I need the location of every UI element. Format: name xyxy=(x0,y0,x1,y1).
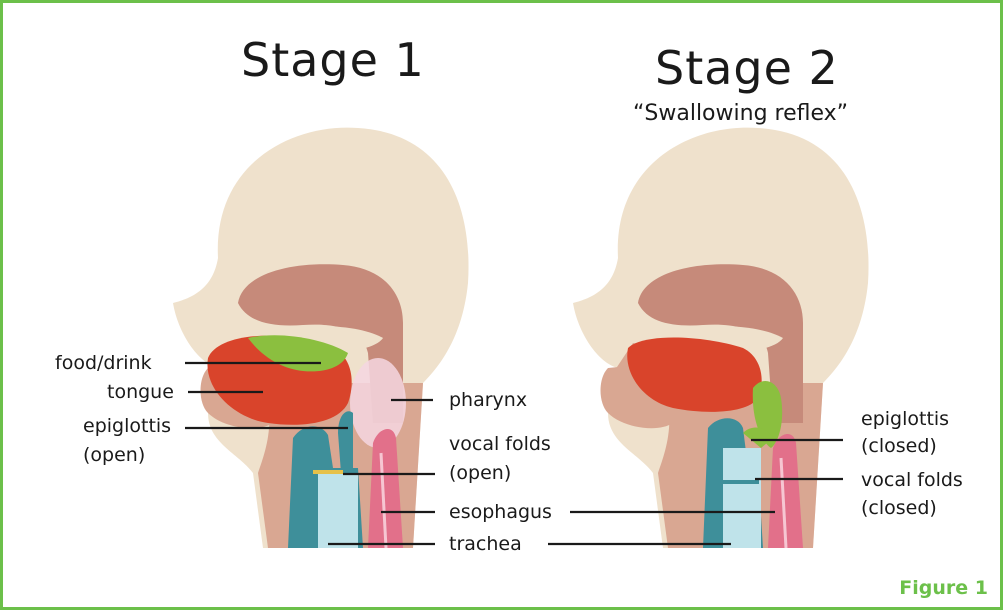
label-epiglottis-open-1: epiglottis xyxy=(83,413,171,439)
stage2-head xyxy=(573,128,869,548)
label-esophagus: esophagus xyxy=(449,499,552,525)
label-food-drink: food/drink xyxy=(55,350,152,376)
stage2-title: Stage 2 xyxy=(655,41,839,95)
label-epiglottis-open-2: (open) xyxy=(83,442,145,468)
label-epiglottis-closed-1: epiglottis xyxy=(861,406,949,432)
label-vocal-folds-closed-1: vocal folds xyxy=(861,467,963,493)
stage2-trachea-inner xyxy=(723,448,761,548)
label-pharynx: pharynx xyxy=(449,387,527,413)
label-epiglottis-closed-2: (closed) xyxy=(861,433,937,459)
stage1-trachea-inner xyxy=(318,473,358,548)
stage1-head xyxy=(173,128,469,548)
figure-tag: Figure 1 xyxy=(899,577,988,599)
stage1-title: Stage 1 xyxy=(241,33,425,87)
label-vocal-folds-open-2: (open) xyxy=(449,460,511,486)
label-vocal-folds-closed-2: (closed) xyxy=(861,495,937,521)
stage2-subtitle: “Swallowing reflex” xyxy=(633,101,848,126)
label-trachea: trachea xyxy=(449,531,522,557)
label-vocal-folds-open-1: vocal folds xyxy=(449,431,551,457)
stage2-vocal-folds xyxy=(723,480,759,484)
label-tongue: tongue xyxy=(107,379,174,405)
stage1-vocal-folds xyxy=(313,470,343,474)
